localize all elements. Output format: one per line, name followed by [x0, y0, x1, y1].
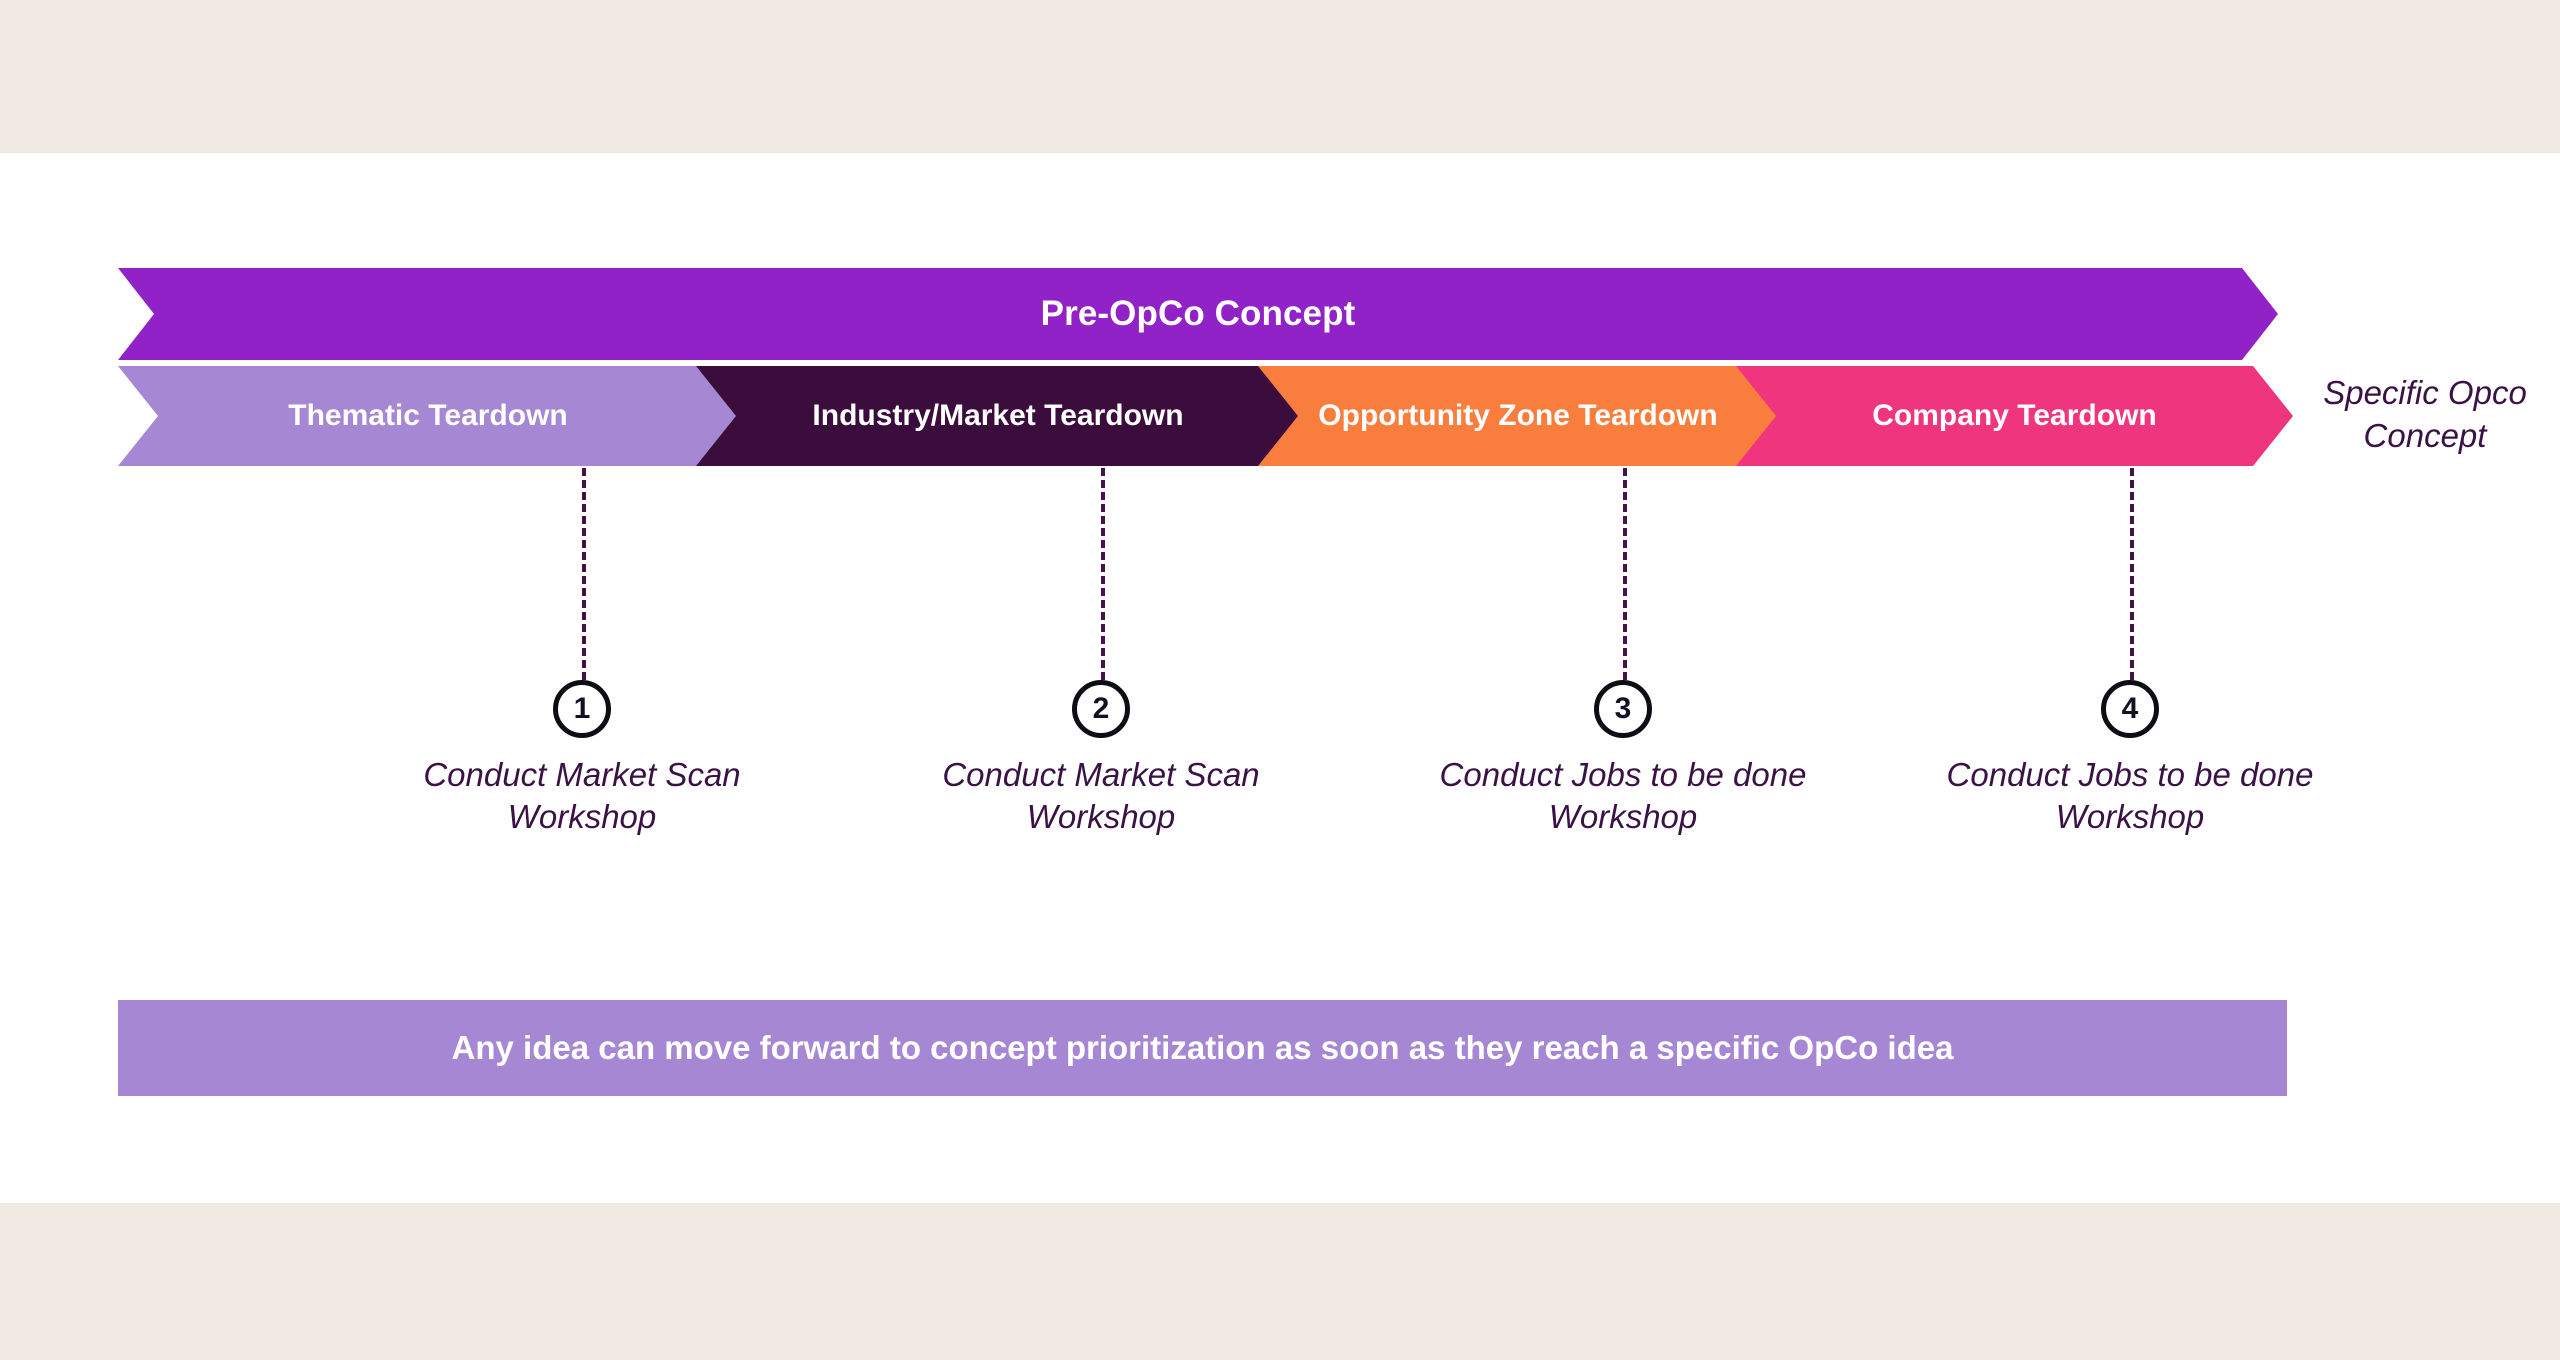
stage-chevron-row: Thematic Teardown Industry/Market Teardo…	[118, 366, 2293, 466]
step-caption: Conduct Jobs to be done Workshop	[1946, 756, 2314, 836]
stage-label: Company Teardown	[1872, 398, 2157, 432]
stage-chevron-company-teardown[interactable]: Company Teardown	[1736, 366, 2293, 466]
stage-label: Thematic Teardown	[288, 398, 568, 432]
step-caption: Conduct Market Scan Workshop	[942, 756, 1260, 836]
step-item-2[interactable]: 2 Conduct Market Scan Workshop	[891, 680, 1311, 838]
stage-chevron-opportunity-zone-teardown[interactable]: Opportunity Zone Teardown	[1258, 366, 1778, 466]
stage-chevron-industry-market-teardown[interactable]: Industry/Market Teardown	[696, 366, 1300, 466]
bottom-background-band	[0, 1203, 2560, 1360]
phase-bar-pre-opco-concept[interactable]: Pre-OpCo Concept	[118, 268, 2278, 360]
outcome-label-specific-opco-concept: Specific Opco Concept	[2323, 374, 2527, 454]
step-number-badge: 2	[1072, 680, 1130, 738]
step-item-1[interactable]: 1 Conduct Market Scan Workshop	[372, 680, 792, 838]
footer-callout-banner: Any idea can move forward to concept pri…	[118, 1000, 2287, 1096]
step-number-badge: 1	[553, 680, 611, 738]
step-number-badge: 4	[2101, 680, 2159, 738]
stage-label: Opportunity Zone Teardown	[1318, 398, 1718, 432]
connector-line-step-3	[1623, 468, 1627, 680]
connector-line-step-1	[582, 468, 586, 680]
top-background-band	[0, 0, 2560, 153]
phase-bar-label: Pre-OpCo Concept	[1040, 294, 1356, 333]
connector-line-step-4	[2130, 468, 2134, 680]
stage-label: Industry/Market Teardown	[812, 398, 1184, 432]
step-caption: Conduct Market Scan Workshop	[423, 756, 741, 836]
step-item-3[interactable]: 3 Conduct Jobs to be done Workshop	[1413, 680, 1833, 838]
stage-chevron-thematic-teardown[interactable]: Thematic Teardown	[118, 366, 738, 466]
connector-line-step-2	[1101, 468, 1105, 680]
footer-callout-text: Any idea can move forward to concept pri…	[451, 1029, 1954, 1066]
step-item-4[interactable]: 4 Conduct Jobs to be done Workshop	[1920, 680, 2340, 838]
step-caption: Conduct Jobs to be done Workshop	[1439, 756, 1807, 836]
step-number-badge: 3	[1594, 680, 1652, 738]
